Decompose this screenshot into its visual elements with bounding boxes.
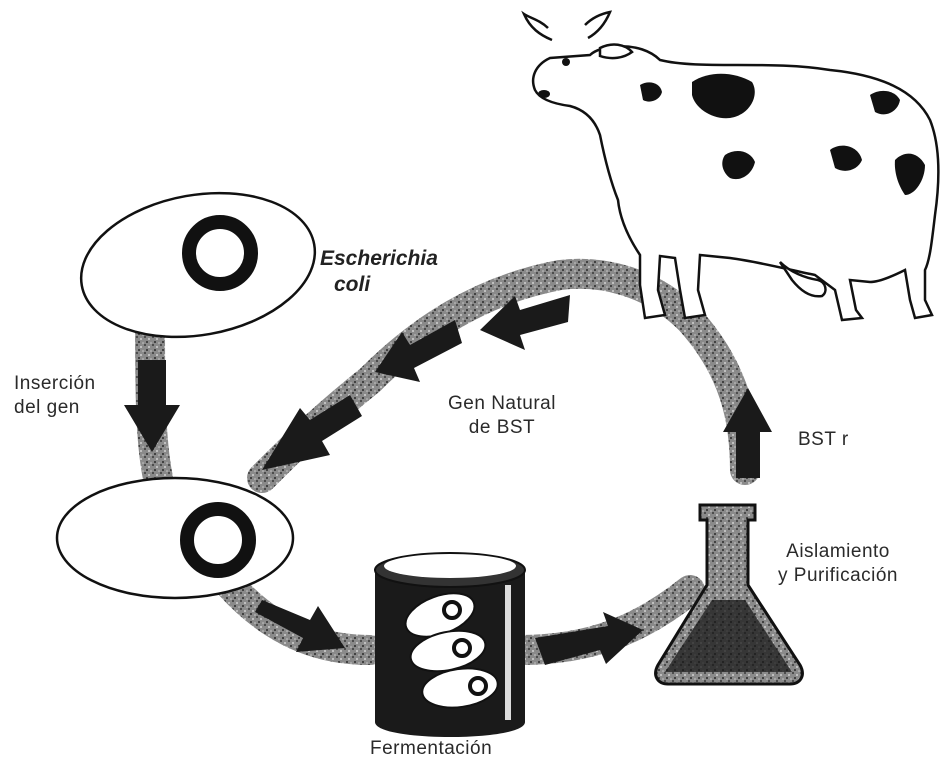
arrow-down-icon: [124, 360, 180, 452]
isolation-line2: y Purificación: [778, 564, 898, 588]
natural-gene-line2: de BST: [448, 416, 556, 440]
bacterium-bottom: [57, 478, 293, 598]
organism-label-line2: coli: [334, 272, 438, 298]
isolation-line1: Aislamiento: [778, 540, 898, 564]
bacterium-top: [70, 176, 327, 355]
natural-gene-line1: Gen Natural: [448, 392, 556, 416]
gene-insertion-line2: del gen: [14, 396, 96, 420]
natural-gene-label: Gen Natural de BST: [448, 392, 556, 440]
fermentation-label: Fermentación: [370, 737, 492, 761]
recombinant-label: BST r: [798, 428, 849, 452]
arrow-left-icon: [262, 395, 362, 470]
organism-label-line1: Escherichia: [320, 246, 438, 272]
gene-insertion-label: Inserción del gen: [14, 372, 96, 420]
isolation-label: Aislamiento y Purificación: [778, 540, 898, 588]
fermentation-tank: [375, 553, 525, 737]
organism-label: Escherichia coli: [320, 246, 438, 299]
gene-insertion-line1: Inserción: [14, 372, 96, 396]
